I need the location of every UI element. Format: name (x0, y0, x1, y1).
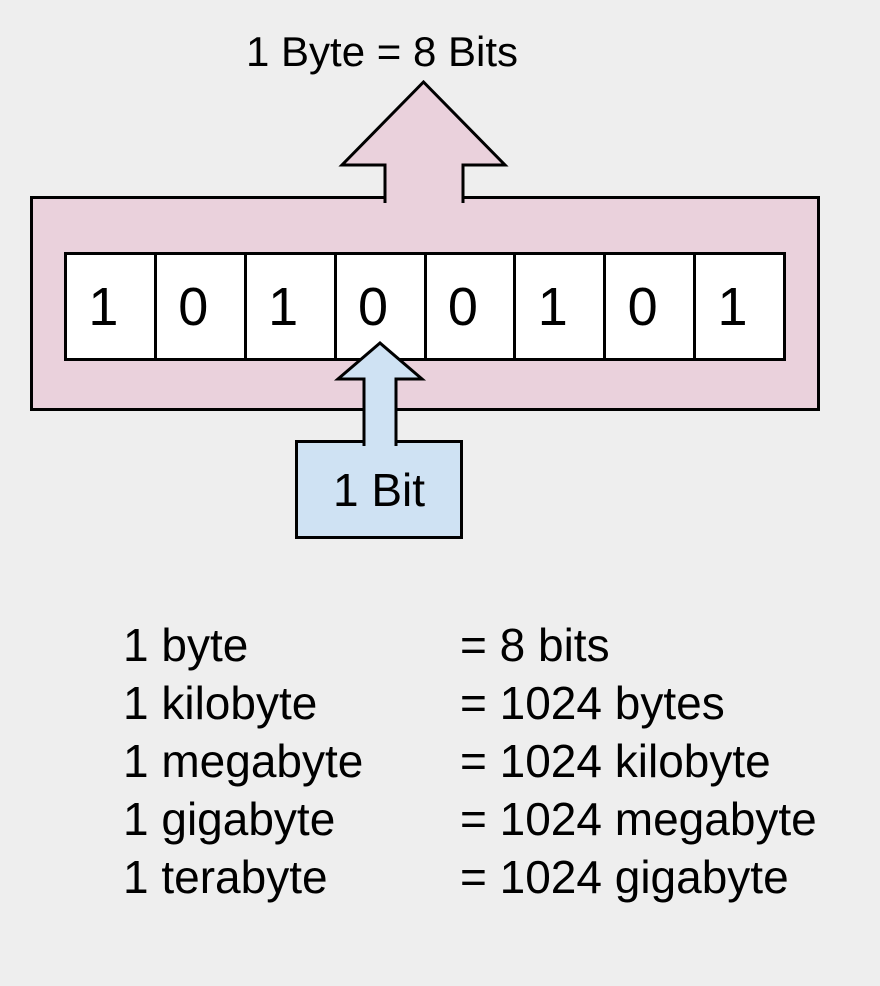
conversion-unit: 1 terabyte (123, 851, 328, 903)
bit-label-box: 1 Bit (295, 440, 463, 539)
conversion-row: 1 kilobyte = 1024 bytes (123, 674, 817, 732)
bit-cell-row: 1 0 1 0 0 1 0 1 (64, 252, 786, 361)
conversion-unit: 1 byte (123, 619, 249, 671)
conversion-value: = 8 bits (460, 619, 610, 671)
bit-cell: 0 (333, 255, 424, 358)
bit-cell: 1 (88, 276, 119, 337)
conversion-unit: 1 kilobyte (123, 677, 318, 729)
conversion-value: = 1024 gigabyte (460, 851, 789, 903)
bit-label: 1 Bit (332, 463, 426, 516)
conversion-row: 1 megabyte = 1024 kilobyte (123, 732, 817, 790)
bit-cell: 1 (513, 255, 603, 358)
conversion-row: 1 terabyte = 1024 gigabyte (123, 848, 817, 906)
byte-arrow-up-icon (338, 79, 509, 203)
bit-cell: 1 (693, 255, 783, 358)
conversion-value: = 1024 bytes (460, 677, 725, 729)
byte-equals-bits-title: 1 Byte = 8 Bits (246, 28, 518, 75)
conversion-table: 1 byte = 8 bits 1 kilobyte = 1024 bytes … (123, 616, 817, 906)
conversion-row: 1 gigabyte = 1024 megabyte (123, 790, 817, 848)
bit-cell: 1 (243, 255, 334, 358)
bit-cell: 0 (423, 255, 514, 358)
conversion-value: = 1024 megabyte (460, 793, 817, 845)
conversion-value: = 1024 kilobyte (460, 735, 771, 787)
conversion-unit: 1 megabyte (123, 735, 364, 787)
conversion-row: 1 byte = 8 bits (123, 616, 817, 674)
conversion-unit: 1 gigabyte (123, 793, 336, 845)
bit-cell: 0 (603, 255, 693, 358)
bit-cell: 0 (153, 255, 244, 358)
